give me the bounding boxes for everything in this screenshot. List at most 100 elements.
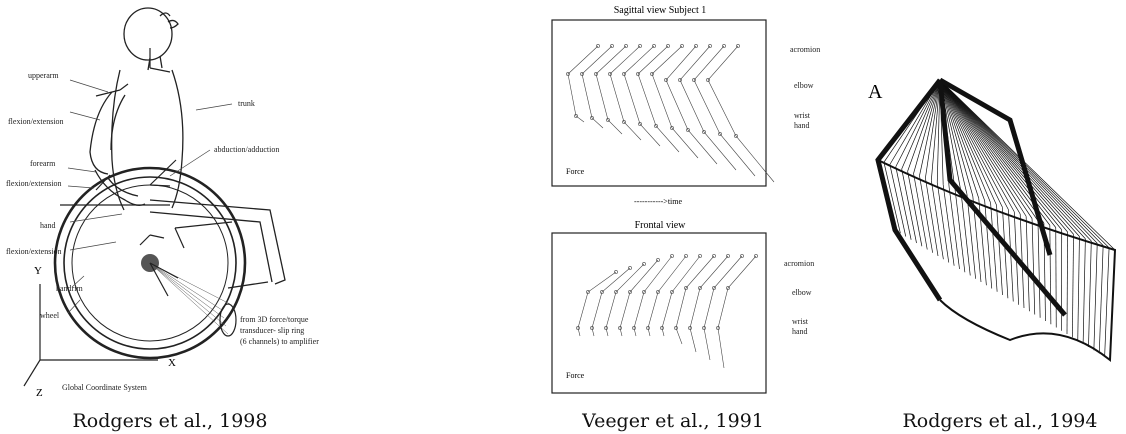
wire-line — [939, 79, 985, 201]
wire-line — [939, 79, 1015, 212]
joint-marker — [718, 132, 722, 136]
wire-line — [1088, 240, 1092, 348]
joint-marker — [604, 326, 608, 330]
wire-line — [939, 79, 1098, 244]
joint-marker — [600, 290, 604, 294]
joint-marker — [694, 44, 698, 48]
joint-marker — [638, 122, 642, 126]
sagittal-frame — [551, 19, 767, 187]
frontal-label-hand: hand — [792, 327, 808, 336]
wire-line — [907, 79, 941, 172]
caption-veeger-1991: Veeger et al., 1991 — [582, 410, 764, 432]
wire-line — [1008, 209, 1014, 302]
stick-figure — [623, 45, 661, 147]
wire-line — [939, 79, 997, 206]
stick-figure — [703, 255, 743, 361]
veeger-stick-figures: Sagittal view Subject 1 Force acromion e… — [551, 5, 820, 394]
stick-figure — [577, 271, 617, 337]
label-flexion-extension-2: flexion/extension — [6, 179, 62, 188]
joint-marker — [664, 78, 668, 82]
wire-line — [1093, 243, 1098, 351]
joint-marker — [754, 254, 758, 258]
label-trunk: trunk — [238, 99, 255, 108]
wire-line — [939, 79, 968, 194]
wire-line — [939, 79, 1068, 233]
wire-line — [1072, 234, 1074, 338]
wire-line — [883, 162, 901, 234]
joint-marker — [650, 72, 654, 76]
stick-figure — [679, 45, 737, 171]
wire-line — [939, 79, 974, 197]
joint-marker — [726, 254, 730, 258]
joint-marker — [642, 290, 646, 294]
wire-line — [939, 79, 1074, 235]
stick-figure — [689, 255, 729, 353]
stick-figure — [609, 45, 642, 141]
label-forearm: forearm — [30, 159, 56, 168]
joint-marker — [624, 44, 628, 48]
wire-line — [1025, 216, 1030, 312]
label-axis-y: Y — [34, 265, 42, 277]
wire-line — [939, 79, 1021, 215]
label-transducer-1: from 3D force/torque — [240, 315, 309, 324]
wire-line — [1066, 231, 1068, 335]
wire-line — [1031, 218, 1036, 315]
sagittal-force-label: Force — [566, 167, 585, 176]
panel-rodgers-1994: A — [860, 40, 1126, 400]
wire-line — [942, 184, 955, 266]
joint-marker — [628, 266, 632, 270]
panel-veeger-1991: Sagittal view Subject 1 Force acromion e… — [548, 0, 828, 400]
wheelchair-diagram: upperarm flexion/extension forearm flexi… — [6, 7, 319, 399]
joint-marker — [566, 72, 570, 76]
label-flexion-extension-3: flexion/extension — [6, 247, 62, 256]
sagittal-label-elbow: elbow — [794, 81, 814, 90]
label-axis-x: X — [168, 357, 176, 369]
joint-marker — [688, 326, 692, 330]
joint-marker — [622, 120, 626, 124]
label-transducer-2: transducer- slip ring — [240, 326, 304, 335]
wire-line — [901, 79, 941, 170]
joint-marker — [678, 78, 682, 82]
frontal-force-label: Force — [566, 371, 585, 380]
joint-marker — [670, 254, 674, 258]
joint-marker — [692, 78, 696, 82]
wire-line — [1082, 238, 1086, 344]
label-handrim: handrim — [56, 284, 83, 293]
joint-marker — [614, 290, 618, 294]
wire-line — [939, 79, 1062, 230]
caption-rodgers-1998: Rodgers et al., 1998 — [72, 410, 268, 432]
wire-line — [1077, 236, 1080, 341]
wire-line — [925, 177, 939, 257]
joint-marker — [702, 326, 706, 330]
stick-figure — [581, 45, 613, 129]
wire-line — [939, 79, 1009, 210]
wire-line — [889, 164, 907, 237]
joint-marker — [622, 72, 626, 76]
wire-line — [936, 182, 950, 263]
wire-line — [939, 79, 1039, 221]
sagittal-label-hand: hand — [794, 121, 810, 130]
joint-marker — [706, 78, 710, 82]
joint-marker — [628, 290, 632, 294]
wire-line — [901, 168, 917, 244]
wire-line — [996, 204, 1003, 296]
joint-marker — [674, 326, 678, 330]
wire-line — [948, 186, 960, 270]
joint-marker — [646, 326, 650, 330]
stick-figure — [661, 255, 701, 337]
joint-marker — [680, 44, 684, 48]
label-axis-z: Z — [36, 387, 43, 399]
joint-marker — [684, 286, 688, 290]
label-transducer-3: (6 channels) to amplifier — [240, 337, 319, 346]
joint-marker — [686, 128, 690, 132]
joint-marker — [740, 254, 744, 258]
joint-marker — [652, 44, 656, 48]
joint-marker — [632, 326, 636, 330]
joint-marker — [722, 44, 726, 48]
joint-marker — [590, 116, 594, 120]
joint-marker — [608, 72, 612, 76]
stick-figure — [637, 45, 680, 153]
stick-figure — [675, 255, 715, 345]
joint-marker — [642, 262, 646, 266]
sagittal-title: Sagittal view Subject 1 — [614, 5, 707, 16]
